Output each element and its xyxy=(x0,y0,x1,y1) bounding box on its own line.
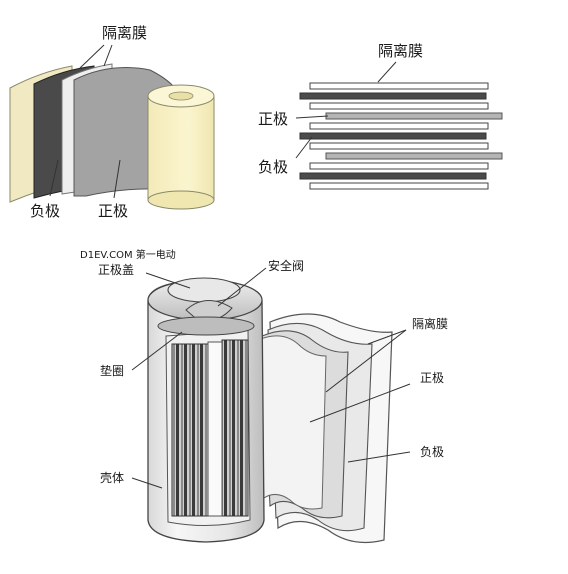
label-cap: 正极盖 xyxy=(98,263,134,277)
panel-top-left-rolled-cell: 隔离膜 负极 正极 xyxy=(9,24,215,220)
wound-electrodes-right xyxy=(221,339,249,517)
wound-roll-body xyxy=(147,95,215,201)
layer-stack xyxy=(299,82,503,190)
label-negative: 负极 xyxy=(30,202,60,220)
negative-layer xyxy=(299,132,487,140)
label-positive: 正极 xyxy=(258,110,288,128)
label-negative: 负极 xyxy=(420,445,444,459)
separator-layer xyxy=(309,82,489,90)
leader-negative xyxy=(49,159,59,197)
positive-cap xyxy=(167,277,241,303)
leader-positive xyxy=(113,159,121,199)
center-core xyxy=(207,341,223,517)
label-positive: 正极 xyxy=(420,371,444,385)
positive-layer xyxy=(325,112,503,120)
wound-roll-bottom xyxy=(147,190,215,210)
panel-top-right-layer-stack: 隔离膜 正极 负极 xyxy=(258,42,503,190)
panel-bottom-cylindrical-cell: D1EV.COM 第一电动 正极盖 安全阀 垫圈 壳体 隔离膜 正极 xyxy=(80,248,448,543)
leader-positive xyxy=(309,383,411,423)
label-negative: 负极 xyxy=(258,158,288,176)
leader-gasket xyxy=(131,331,183,371)
separator-layer xyxy=(309,122,489,130)
label-separator: 隔离膜 xyxy=(102,24,147,42)
separator-layer xyxy=(309,182,489,190)
leader-negative xyxy=(295,136,313,159)
leader-negative xyxy=(347,451,411,463)
wound-electrodes-left xyxy=(171,343,209,517)
label-separator: 隔离膜 xyxy=(378,42,423,60)
separator-layer xyxy=(309,102,489,110)
label-gasket: 垫圈 xyxy=(100,363,124,378)
wound-roll-core xyxy=(168,91,194,101)
separator-layer xyxy=(309,142,489,150)
positive-layer xyxy=(325,152,503,160)
leader-cap xyxy=(145,272,191,289)
separator-sheet-inner xyxy=(257,335,327,510)
separator-layer xyxy=(309,162,489,170)
leader-case xyxy=(131,477,163,489)
watermark: D1EV.COM 第一电动 xyxy=(80,248,176,261)
leader-separator-2 xyxy=(103,44,113,67)
label-separator: 隔离膜 xyxy=(412,316,448,331)
leader-separator xyxy=(377,61,397,83)
negative-layer xyxy=(299,172,487,180)
leader-separator-b xyxy=(367,329,407,345)
gasket-ring xyxy=(157,316,255,336)
leader-positive xyxy=(295,115,329,119)
leader-valve xyxy=(217,267,267,307)
label-case: 壳体 xyxy=(100,471,124,485)
leader-separator-a xyxy=(325,329,407,393)
leader-separator-1 xyxy=(79,44,105,69)
negative-layer xyxy=(299,92,487,100)
label-positive: 正极 xyxy=(98,202,128,220)
label-safety-valve: 安全阀 xyxy=(268,258,304,273)
